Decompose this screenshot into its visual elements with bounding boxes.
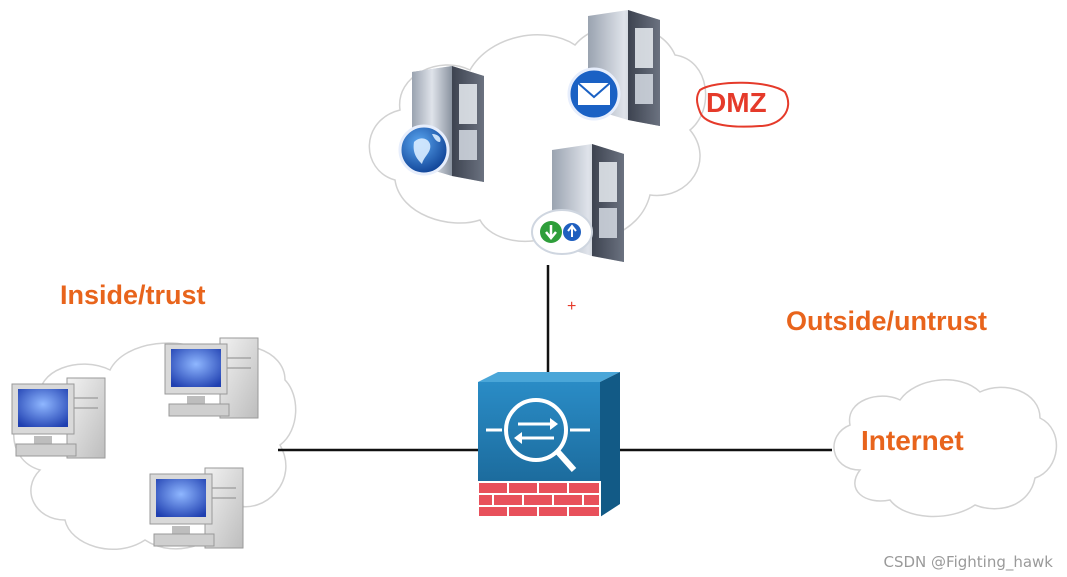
internet-cloud-icon <box>833 379 1057 518</box>
inside-trust-label: Inside/trust <box>60 280 206 310</box>
envelope-icon <box>567 67 621 121</box>
pc-2 <box>164 337 259 419</box>
cursor-plus-mark: + <box>567 298 577 315</box>
inspect-arrows-icon <box>486 398 590 472</box>
mail-server <box>567 10 660 126</box>
pc-1 <box>11 377 106 459</box>
pc-3 <box>149 467 244 549</box>
brick-wall <box>477 481 601 518</box>
network-links <box>278 265 832 452</box>
transfer-icon <box>531 209 593 255</box>
ftp-server <box>531 144 624 262</box>
outside-untrust-label: Outside/untrust <box>786 306 987 336</box>
dmz-label: DMZ <box>706 87 767 118</box>
dmz-outline <box>696 81 790 128</box>
internet-label: Internet <box>861 425 964 456</box>
web-server <box>398 66 484 182</box>
firewall-asa-icon <box>477 372 620 518</box>
globe-icon <box>398 124 450 176</box>
watermark: CSDN @Fighting_hawk <box>883 553 1054 571</box>
